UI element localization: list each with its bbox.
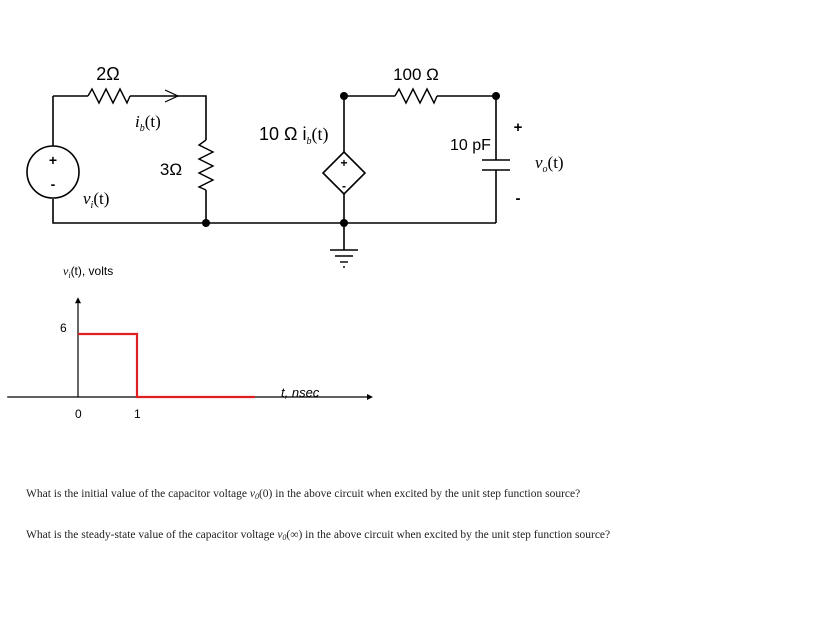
question-1: What is the initial value of the capacit… bbox=[26, 488, 581, 501]
vo-minus: - bbox=[516, 190, 521, 207]
circuit-nodes bbox=[202, 92, 500, 227]
ground-icon bbox=[330, 249, 358, 268]
source-minus: - bbox=[51, 176, 56, 192]
chart-xlabel: t, nsec bbox=[281, 385, 320, 400]
x-axis-arrow-icon bbox=[367, 394, 373, 400]
vo-plus: + bbox=[514, 119, 523, 136]
dep-source-label: 10 Ω ib(t) bbox=[259, 124, 328, 147]
r3-label: 100 Ω bbox=[393, 65, 439, 84]
left-loop-wires bbox=[52, 95, 207, 224]
resistor-2ohm bbox=[87, 87, 131, 105]
resistor-3ohm bbox=[197, 139, 215, 191]
dep-source-minus: - bbox=[342, 179, 346, 193]
voltage-source-icon bbox=[26, 145, 80, 199]
capacitor-icon bbox=[482, 159, 510, 171]
r1-label: 2Ω bbox=[96, 64, 119, 84]
ib-label: ib(t) bbox=[135, 112, 161, 134]
source-plus: + bbox=[49, 152, 57, 168]
input-waveform-chart: vi(t), volts t, nsec 0 1 6 bbox=[7, 264, 373, 421]
y-axis-arrow-icon bbox=[75, 297, 81, 304]
x-tick-label-1: 1 bbox=[134, 407, 141, 421]
y-tick-label-0: 6 bbox=[60, 321, 67, 335]
resistor-100ohm bbox=[394, 87, 438, 105]
cap-label: 10 pF bbox=[450, 137, 491, 154]
dependent-source-icon bbox=[321, 150, 367, 196]
current-arrow-icon bbox=[164, 89, 180, 103]
question-2: What is the steady-state value of the ca… bbox=[26, 529, 611, 542]
vo-label: vo(t) bbox=[535, 153, 564, 175]
x-tick-label-0: 0 bbox=[75, 407, 82, 421]
vi-label: vi(t) bbox=[83, 189, 109, 211]
r2-label: 3Ω bbox=[160, 160, 182, 179]
series-line-0 bbox=[78, 332, 255, 399]
dep-source-plus: + bbox=[340, 156, 347, 170]
chart-ylabel: vi(t), volts bbox=[63, 264, 113, 280]
